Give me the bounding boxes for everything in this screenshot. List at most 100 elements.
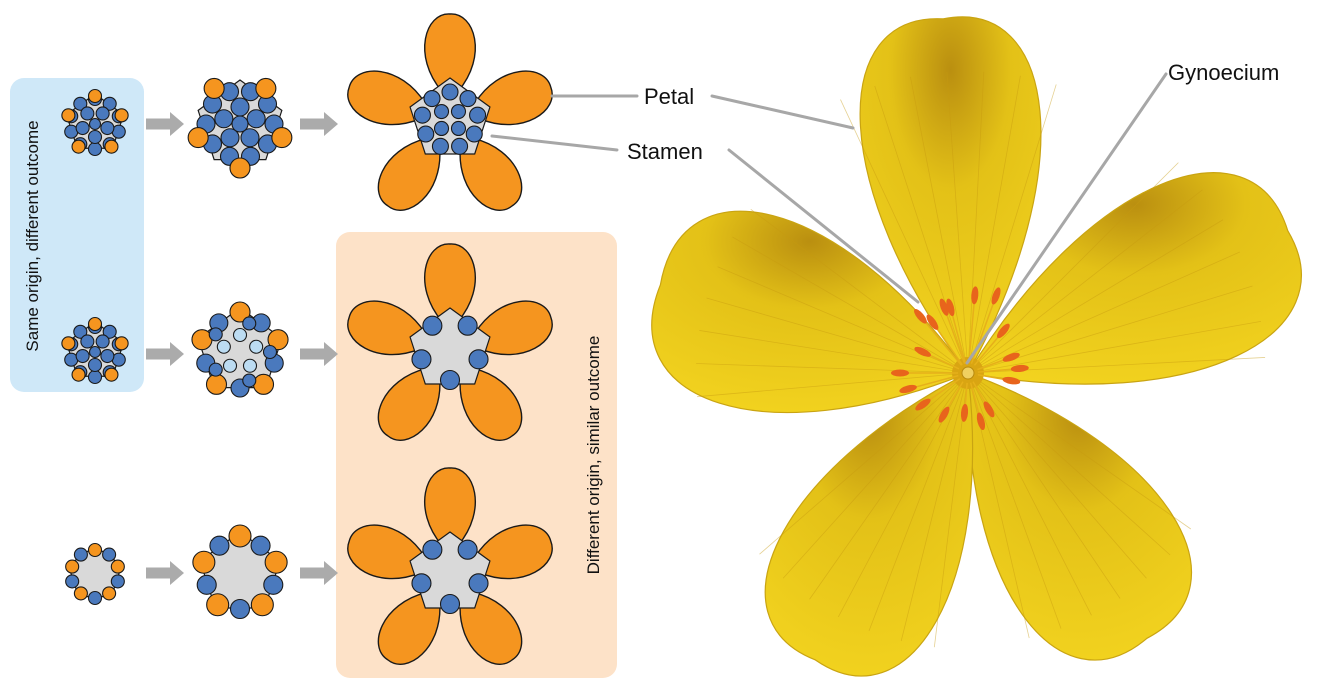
petal-primordium bbox=[207, 594, 229, 616]
petal-primordium bbox=[72, 368, 85, 381]
stamen bbox=[89, 143, 102, 156]
stamen bbox=[441, 371, 460, 390]
stamen bbox=[89, 359, 102, 372]
stamen bbox=[76, 350, 89, 363]
stamen-leader-left bbox=[492, 136, 617, 150]
staminode bbox=[224, 359, 237, 372]
floral-diagram-c2 bbox=[193, 525, 287, 619]
stamen bbox=[90, 347, 101, 358]
petal-primordium bbox=[111, 560, 124, 573]
stamen bbox=[231, 600, 250, 619]
floral-diagram-b2 bbox=[192, 302, 288, 397]
stamen bbox=[81, 335, 94, 348]
stamen bbox=[466, 126, 482, 142]
stamen bbox=[247, 110, 265, 128]
stamen bbox=[89, 371, 102, 384]
petal-primordium bbox=[206, 374, 226, 394]
stamen bbox=[101, 350, 114, 363]
stamen bbox=[243, 374, 256, 387]
stamen bbox=[76, 122, 89, 135]
stamen bbox=[470, 107, 486, 123]
stamen bbox=[66, 575, 79, 588]
stamen bbox=[452, 138, 468, 154]
gynoecium-label: Gynoecium bbox=[1168, 60, 1279, 85]
stamen bbox=[424, 91, 440, 107]
stamen bbox=[460, 91, 476, 107]
petal-primordium bbox=[115, 109, 128, 122]
right-arrow-icon bbox=[146, 342, 184, 366]
petal-primordium bbox=[272, 128, 292, 148]
same-origin-label: Same origin, different outcome bbox=[23, 120, 42, 351]
petal-primordium bbox=[256, 78, 276, 98]
stamen bbox=[89, 592, 102, 605]
stamen bbox=[435, 121, 449, 135]
right-arrow-icon bbox=[146, 561, 184, 585]
stamen bbox=[74, 548, 87, 561]
staminode bbox=[234, 329, 247, 342]
different-origin-label: Different origin, similar outcome bbox=[584, 336, 603, 575]
stamen bbox=[251, 536, 270, 555]
stamen bbox=[96, 335, 109, 348]
floral-diagram-a3 bbox=[348, 14, 552, 210]
right-arrow-icon bbox=[146, 112, 184, 136]
stamen bbox=[451, 105, 465, 119]
stamen bbox=[89, 131, 102, 144]
right-arrow-icon bbox=[300, 342, 338, 366]
petal-primordium bbox=[254, 374, 274, 394]
stamen bbox=[412, 350, 431, 369]
stamen bbox=[469, 574, 488, 593]
petal-primordium bbox=[229, 525, 251, 547]
stamen bbox=[209, 328, 222, 341]
floral-diagram-a2 bbox=[188, 78, 292, 178]
stamen bbox=[209, 363, 222, 376]
petal-leader-right bbox=[712, 96, 853, 128]
staminode bbox=[243, 359, 256, 372]
stamen bbox=[441, 595, 460, 614]
stamen bbox=[458, 540, 477, 559]
petal-primordium bbox=[115, 337, 128, 350]
stamen bbox=[103, 548, 116, 561]
stamen bbox=[215, 110, 233, 128]
petal-primordium bbox=[72, 140, 85, 153]
petal-primordium bbox=[74, 587, 87, 600]
petal-primordium bbox=[188, 128, 208, 148]
stamen bbox=[111, 575, 124, 588]
petal-primordium bbox=[89, 90, 102, 103]
stamen-label: Stamen bbox=[627, 139, 703, 164]
stamen bbox=[81, 107, 94, 120]
petal-primordium bbox=[89, 544, 102, 557]
right-arrow-icon bbox=[300, 561, 338, 585]
gynoecium bbox=[962, 367, 974, 379]
petal-primordium bbox=[105, 368, 118, 381]
stamen bbox=[435, 105, 449, 119]
petal-primordium bbox=[265, 551, 287, 573]
petal-primordium bbox=[62, 337, 75, 350]
petal-primordium bbox=[89, 318, 102, 331]
stamen bbox=[210, 536, 229, 555]
right-arrow-icon bbox=[300, 112, 338, 136]
stamen bbox=[414, 107, 430, 123]
stamen bbox=[264, 575, 283, 594]
floral-diagram-c1 bbox=[66, 544, 125, 605]
staminode bbox=[217, 340, 230, 353]
stamen bbox=[423, 316, 442, 335]
stamen bbox=[232, 116, 248, 132]
stamen bbox=[458, 316, 477, 335]
stamen bbox=[101, 122, 114, 135]
staminode bbox=[250, 340, 263, 353]
stamen bbox=[451, 121, 465, 135]
stamen bbox=[90, 119, 101, 130]
stamen bbox=[442, 84, 458, 100]
stamen bbox=[197, 575, 216, 594]
petal-primordium bbox=[230, 158, 250, 178]
stamen bbox=[418, 126, 434, 142]
petal-primordium bbox=[103, 587, 116, 600]
petal-primordium bbox=[105, 140, 118, 153]
stamen bbox=[412, 574, 431, 593]
stamen bbox=[264, 346, 277, 359]
stamen bbox=[423, 540, 442, 559]
stamen bbox=[96, 107, 109, 120]
petal-primordium bbox=[193, 551, 215, 573]
stamen bbox=[432, 138, 448, 154]
